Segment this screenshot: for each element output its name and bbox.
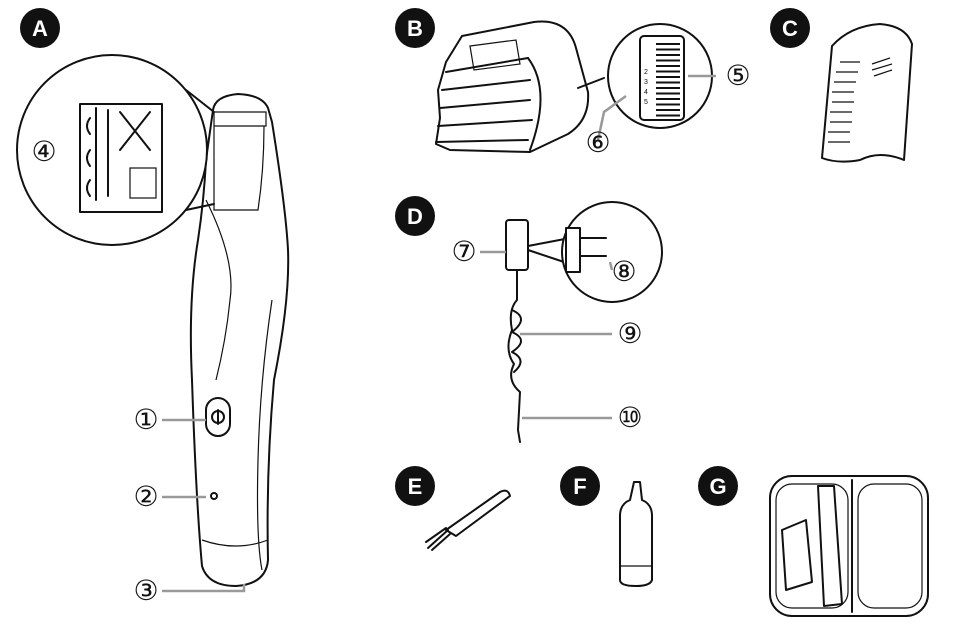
comb-scale-magnifier: 2 3 4 5 bbox=[577, 23, 713, 129]
callout-2: ② bbox=[133, 480, 158, 513]
badge-c: C bbox=[770, 8, 810, 48]
callout-10: ⑩ bbox=[617, 401, 642, 434]
callout-3: ③ bbox=[133, 574, 158, 607]
badge-circle bbox=[20, 8, 60, 48]
badge-d: D bbox=[395, 196, 435, 236]
callout-4: ④ bbox=[31, 135, 56, 168]
callout-5: ⑤ bbox=[725, 59, 750, 92]
badge-letter: C bbox=[782, 16, 798, 41]
badge-letter: B bbox=[407, 16, 423, 41]
callout-6: ⑥ bbox=[585, 126, 610, 159]
badge-circle bbox=[395, 466, 435, 506]
badge-letter: A bbox=[32, 16, 48, 41]
badge-circle bbox=[560, 466, 600, 506]
callout-9: ⑨ bbox=[617, 317, 642, 350]
protective-cap bbox=[821, 23, 913, 163]
comb-scale-label-2: 2 bbox=[644, 69, 648, 76]
badge-b: B bbox=[395, 8, 435, 48]
blade-magnifier bbox=[16, 54, 215, 246]
badge-circle bbox=[395, 196, 435, 236]
badge-letter: E bbox=[408, 474, 423, 499]
comb-scale-label-4: 4 bbox=[644, 89, 648, 96]
callout-1: ① bbox=[133, 403, 158, 436]
badge-circle bbox=[395, 8, 435, 48]
callout-8: ⑧ bbox=[611, 255, 636, 288]
comb-scale-label-3: 3 bbox=[644, 79, 648, 86]
badge-circle bbox=[770, 8, 810, 48]
ac-adaptor bbox=[505, 201, 663, 443]
badge-a: A bbox=[20, 8, 60, 48]
callout-7: ⑦ bbox=[451, 235, 476, 268]
comb-scale-label-5: 5 bbox=[644, 99, 648, 106]
storage-case bbox=[769, 475, 929, 617]
comb-attachment bbox=[435, 20, 590, 153]
oil-bottle bbox=[619, 481, 653, 587]
trimmer-body bbox=[189, 93, 290, 587]
badge-letter: D bbox=[407, 204, 423, 229]
badge-letter: F bbox=[573, 474, 586, 499]
badge-f: F bbox=[560, 466, 600, 506]
badge-e: E bbox=[395, 466, 435, 506]
badge-g: G bbox=[698, 466, 738, 506]
leader-lines bbox=[162, 74, 716, 593]
badge-circle bbox=[698, 466, 738, 506]
badge-letter: G bbox=[709, 474, 726, 499]
cleaning-brush bbox=[425, 489, 511, 551]
